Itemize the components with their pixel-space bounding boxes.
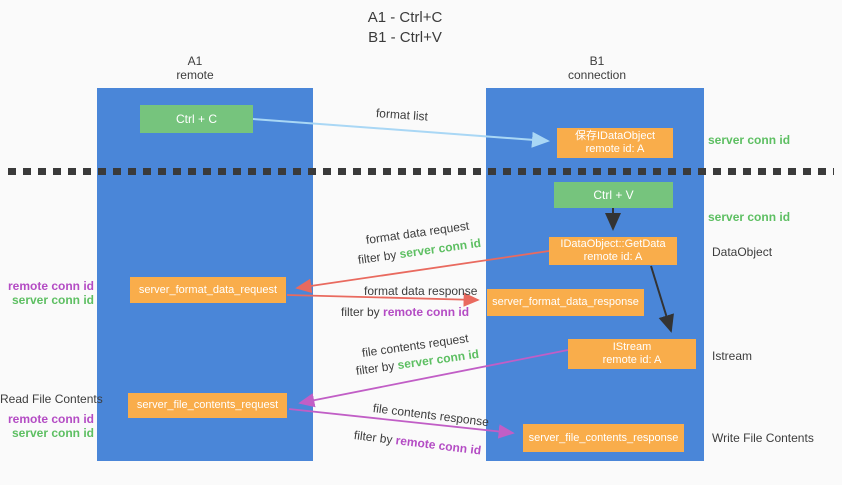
label-read-file-contents: Read File Contents — [0, 392, 103, 406]
title-line-1: A1 - Ctrl+C — [367, 9, 443, 26]
lane-a-header: A1 remote — [135, 54, 255, 82]
label-remote-conn-id-bottom-left: remote conn id — [7, 412, 94, 426]
edge-label-format-data-response-text: format data response — [364, 284, 478, 298]
label-server-conn-id-top-left: server conn id — [11, 293, 94, 307]
node-server-file-contents-request: server_file_contents_request — [128, 393, 287, 418]
lane-a-subtitle: remote — [176, 68, 214, 82]
node-save-idataobject-line1: 保存IDataObject — [574, 130, 656, 142]
filter-prefix: filter by — [341, 305, 380, 319]
node-idataobject-getdata-line1: IDataObject::GetData — [560, 238, 666, 250]
edge-label-format-list-text: format list — [375, 106, 429, 124]
label-server-conn-id-bottom-left: server conn id — [11, 426, 94, 440]
filter-prefix: filter by — [355, 358, 396, 378]
lane-b-name: B1 — [589, 54, 605, 68]
node-save-idataobject: 保存IDataObject remote id: A — [557, 128, 673, 158]
edge-label-file-contents-response: file contents response — [372, 401, 490, 429]
dotted-divider — [8, 168, 834, 175]
node-server-format-data-request-label: server_format_data_request — [138, 283, 278, 296]
node-istream-line1: IStream — [612, 341, 652, 353]
label-istream: Istream — [712, 349, 753, 363]
filter-key-remote-conn-id: remote conn id — [394, 433, 482, 458]
filter-key-remote-conn-id: remote conn id — [383, 305, 470, 319]
node-server-format-data-request: server_format_data_request — [130, 277, 286, 303]
node-ctrl-v: Ctrl + V — [554, 182, 673, 208]
label-dataobject: DataObject — [712, 245, 773, 259]
node-ctrl-c: Ctrl + C — [140, 105, 253, 133]
lane-b-header: B1 connection — [537, 54, 657, 82]
node-server-format-data-response: server_format_data_response — [487, 289, 644, 316]
label-server-conn-id-mid-right: server conn id — [708, 210, 791, 224]
node-idataobject-getdata: IDataObject::GetData remote id: A — [549, 237, 677, 265]
node-ctrl-c-label: Ctrl + C — [175, 111, 217, 126]
label-remote-conn-id-top-left: remote conn id — [7, 279, 94, 293]
edge-label-format-list: format list — [376, 106, 429, 124]
node-ctrl-v-label: Ctrl + V — [593, 187, 634, 202]
diagram-title: A1 - Ctrl+C B1 - Ctrl+V — [305, 8, 505, 48]
node-istream-line2: remote id: A — [602, 354, 662, 366]
node-server-file-contents-response: server_file_contents_response — [523, 424, 684, 452]
edge-label-format-data-response-filter: filter by remote conn id — [341, 305, 469, 319]
title-line-2: B1 - Ctrl+V — [368, 29, 442, 46]
lane-b-subtitle: connection — [567, 68, 627, 82]
label-server-conn-id-top-right: server conn id — [708, 133, 791, 147]
edge-label-file-contents-response-text: file contents response — [372, 401, 490, 430]
node-idataobject-getdata-line2: remote id: A — [583, 251, 643, 263]
edge-label-file-contents-response-filter: filter by remote conn id — [353, 428, 482, 458]
label-write-file-contents: Write File Contents — [712, 431, 814, 445]
lane-a-name: A1 — [187, 54, 203, 68]
node-save-idataobject-line2: remote id: A — [585, 143, 645, 155]
filter-prefix: filter by — [353, 428, 394, 447]
edge-label-format-data-response: format data response — [364, 284, 477, 298]
node-server-file-contents-request-label: server_file_contents_request — [136, 399, 279, 411]
filter-prefix: filter by — [357, 247, 398, 267]
node-istream: IStream remote id: A — [568, 339, 696, 369]
node-server-file-contents-response-label: server_file_contents_response — [528, 431, 679, 444]
node-server-format-data-response-label: server_format_data_response — [492, 296, 639, 308]
